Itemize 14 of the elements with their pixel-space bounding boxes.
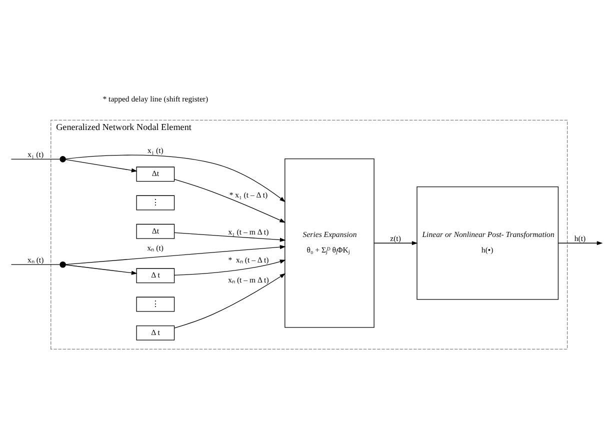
arrow — [174, 179, 286, 223]
arrow — [65, 154, 286, 202]
arrow — [374, 241, 418, 246]
arrow — [174, 260, 286, 276]
arrow — [174, 232, 286, 242]
arrow — [65, 245, 286, 265]
connector — [10, 264, 60, 265]
connector — [10, 158, 60, 160]
node-circle — [60, 156, 66, 162]
arrow — [65, 159, 138, 172]
arrow — [174, 273, 286, 328]
arrow — [558, 241, 603, 246]
arrow — [65, 264, 138, 275]
node-circle — [60, 261, 66, 268]
